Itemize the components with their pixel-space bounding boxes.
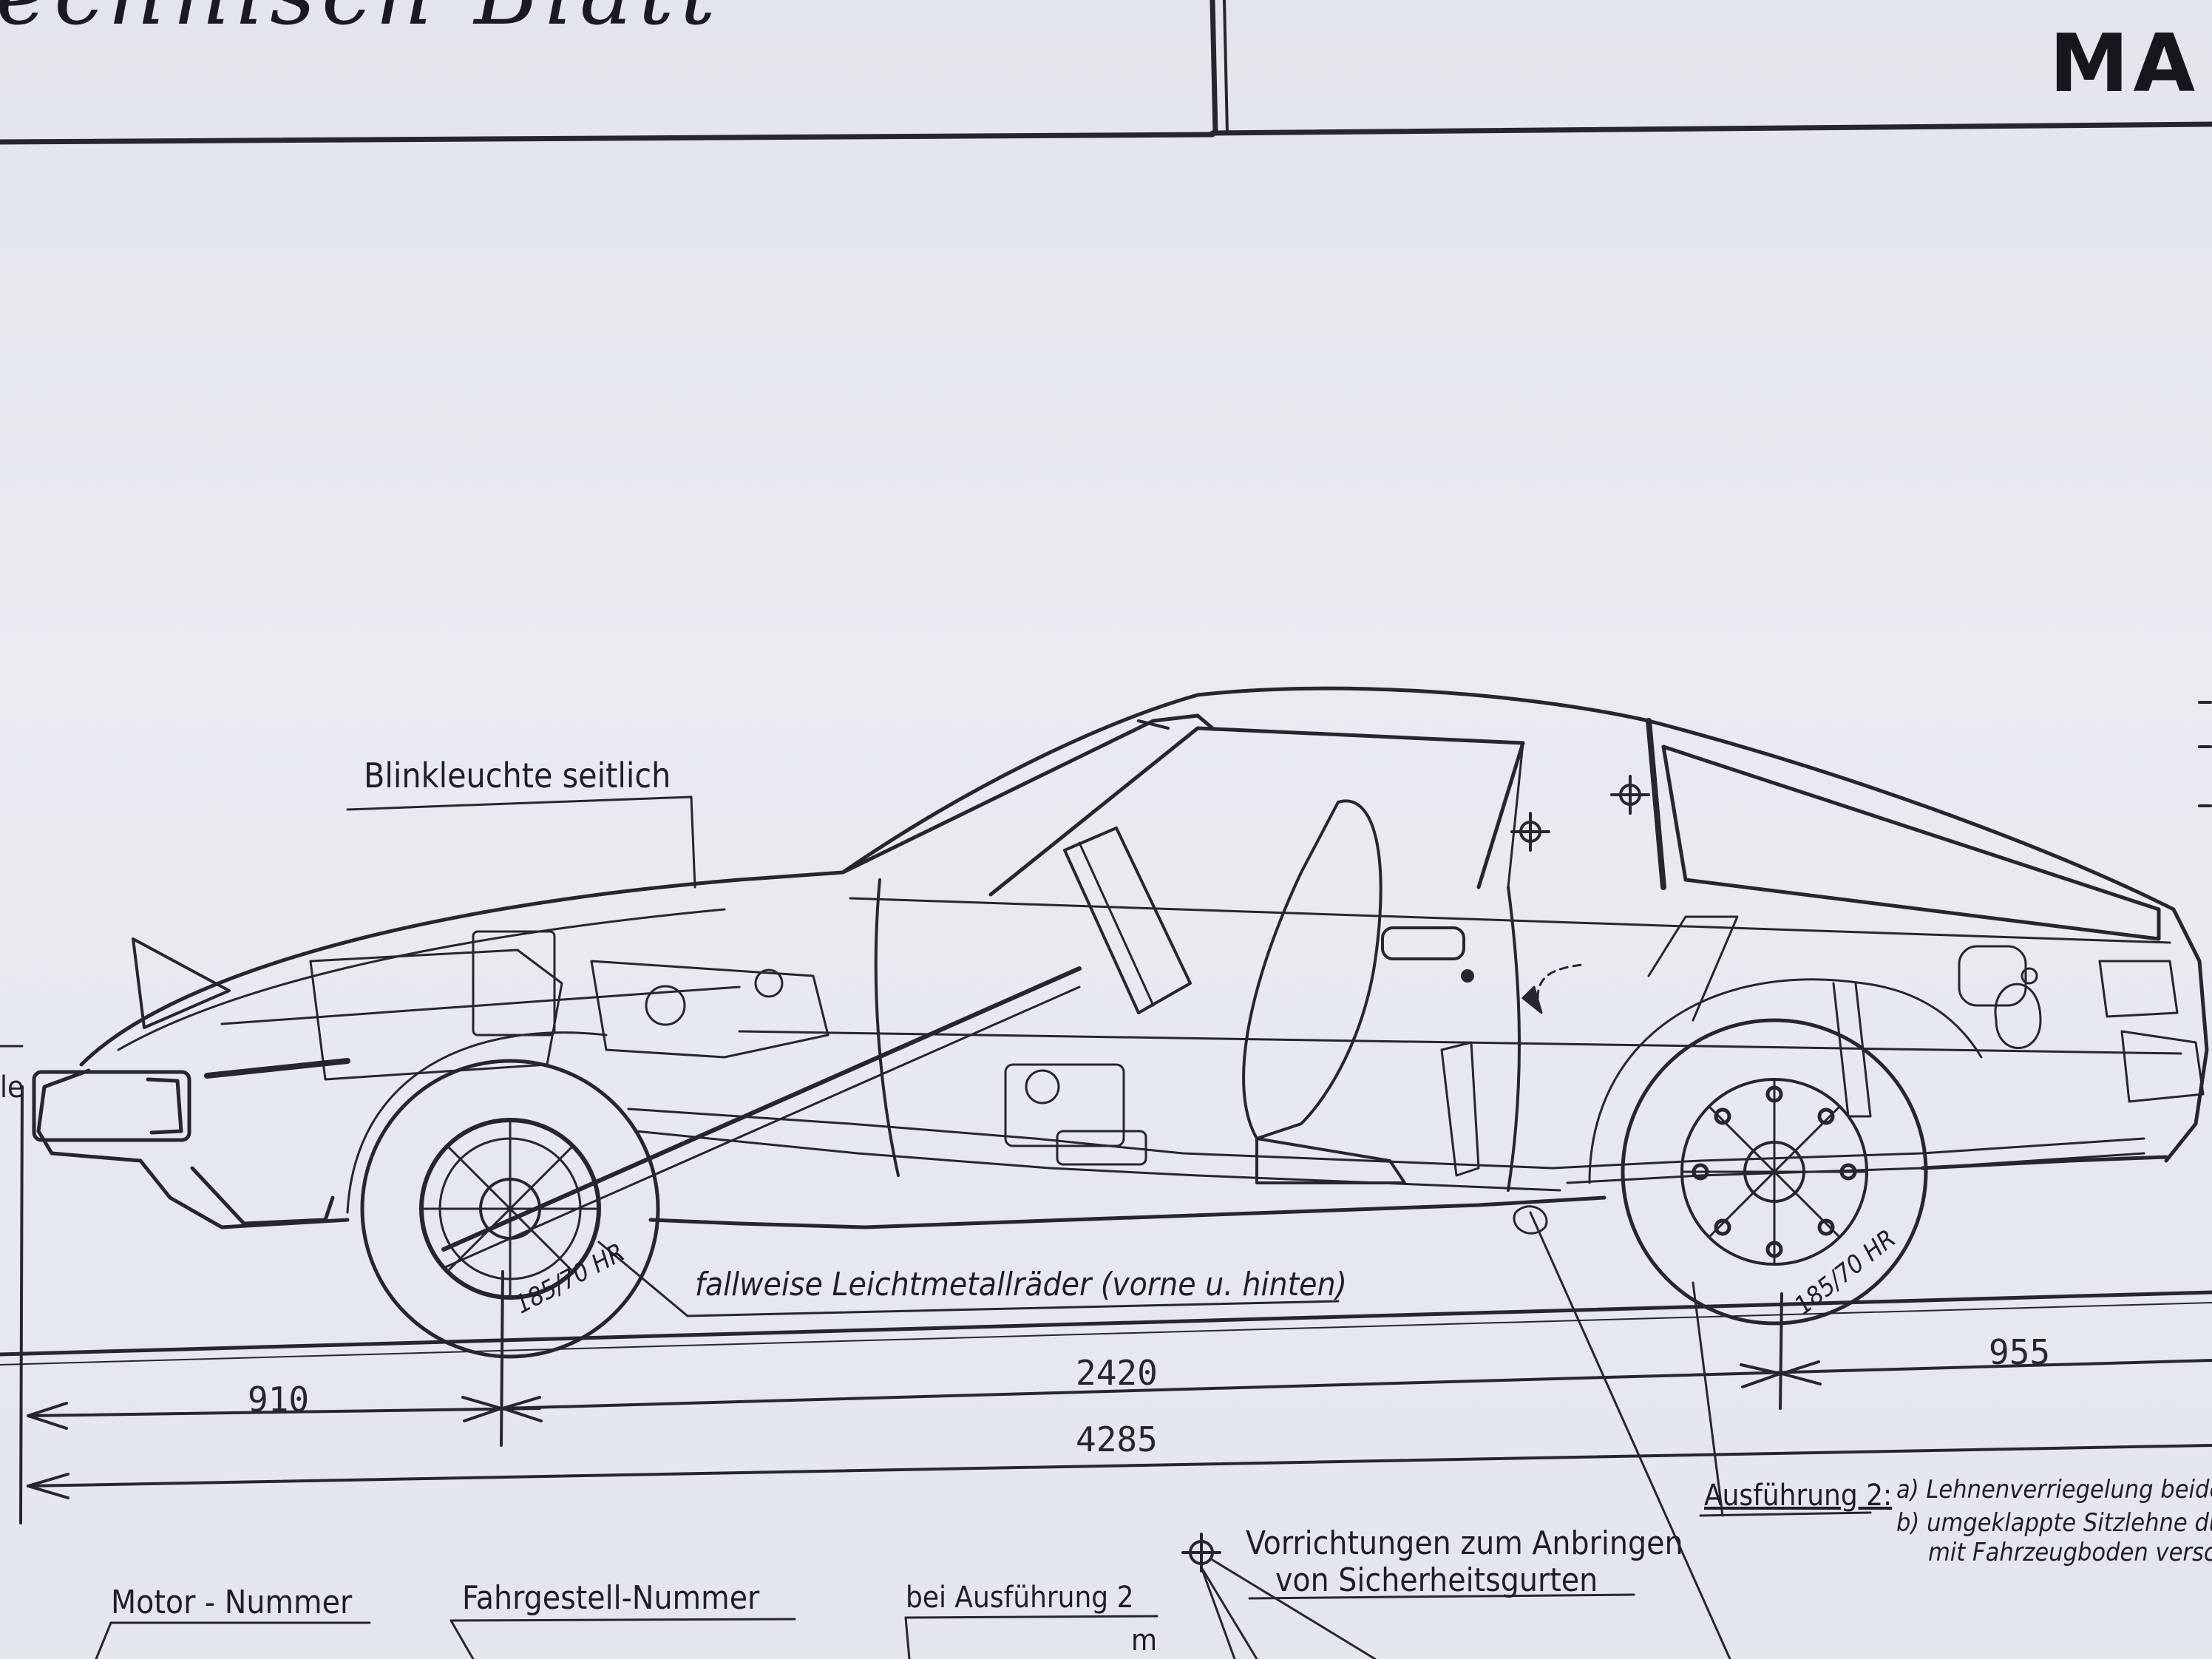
- belt-anchor-symbols: [1181, 775, 1650, 1573]
- label-note-a: a) Lehnenverriegelung beiders: [1896, 1475, 2212, 1504]
- front-wheel: [346, 1031, 660, 1359]
- dim-wheelbase: 2420: [1076, 1353, 1158, 1393]
- dim-front-overhang: 910: [248, 1380, 310, 1419]
- label-fahrgestell-nummer: Fahrgestell-Nummer: [462, 1579, 760, 1617]
- label-blinkleuchte: Blinkleuchte seitlich: [364, 756, 671, 795]
- sheet-title: echnisch Blatt: [0, 0, 722, 45]
- label-ausfuehrung: Ausführung 2:: [1704, 1479, 1893, 1513]
- label-note-b2: mit Fahrzeugboden verschra: [1928, 1538, 2212, 1567]
- dimension-lines: [19, 1085, 2212, 1524]
- label-seatbelt-line1: Vorrichtungen zum Anbringen: [1246, 1524, 1683, 1562]
- label-seatbelt-line2: von Sicherheitsgurten: [1275, 1561, 1598, 1599]
- label-bei-ausfuehrung: bei Ausführung 2: [906, 1581, 1134, 1615]
- label-unit-fragment: m: [1131, 1624, 1158, 1658]
- label-motor-nummer: Motor - Nummer: [111, 1584, 353, 1621]
- dim-rear-overhang: 955: [1989, 1332, 2051, 1372]
- label-note-b: b) umgeklappte Sitzlehne durch: [1896, 1508, 2212, 1538]
- sheet-right-title: MA: [2049, 18, 2200, 110]
- car-greenhouse: [220, 713, 2182, 1055]
- header-frame: [0, 0, 2212, 145]
- right-edge-fragments: [2198, 701, 2212, 807]
- door-and-pillar: [441, 799, 1521, 1269]
- rear-wheel: [1588, 978, 1983, 1326]
- label-left-edge: le: [0, 1071, 24, 1105]
- label-wheels-note: fallweise Leichtmetallräder (vorne u. hi…: [695, 1266, 1347, 1303]
- leader-lines: [0, 795, 1872, 1659]
- label-underlines: [95, 1615, 1158, 1659]
- dim-overall-length: 4285: [1076, 1419, 1158, 1459]
- ground-line: [0, 1290, 2212, 1365]
